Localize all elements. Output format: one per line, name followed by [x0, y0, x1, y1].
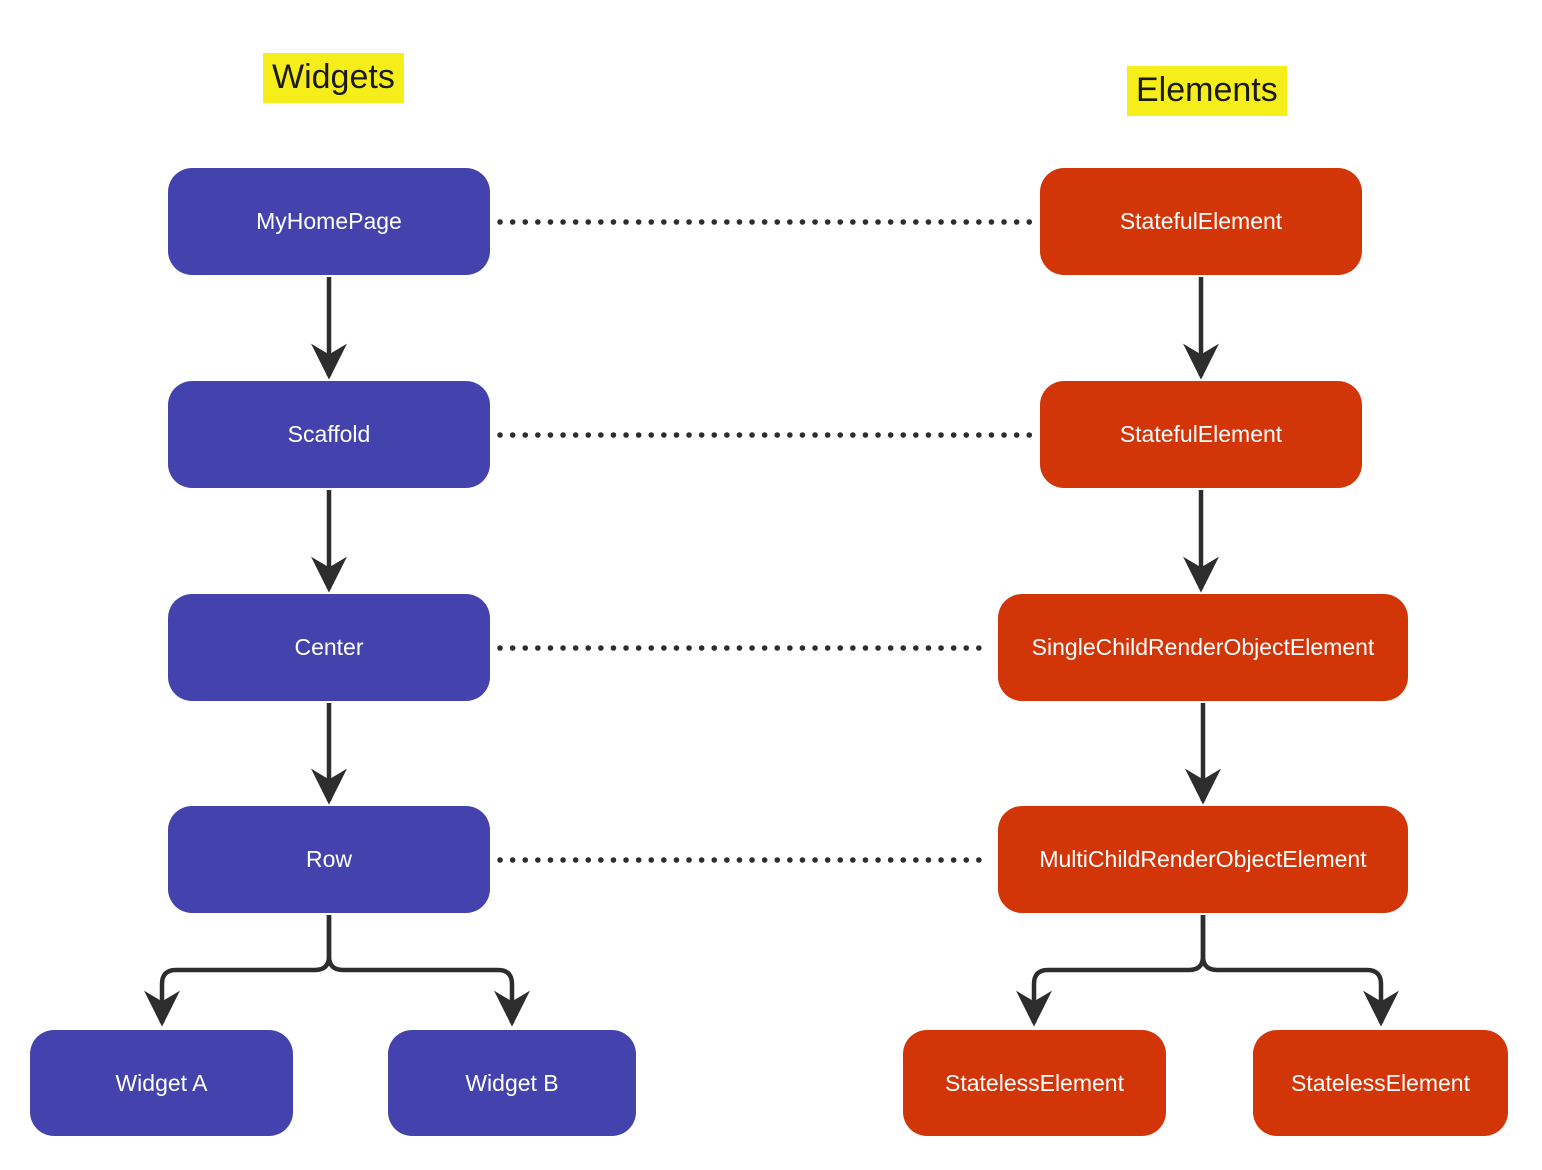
node-row: Row: [168, 806, 490, 913]
node-center: Center: [168, 594, 490, 701]
arrow-multichild-statelesselement1: [1016, 915, 1206, 1027]
arrow-row-widget-a: [144, 915, 332, 1027]
node-widget-b: Widget B: [388, 1030, 636, 1136]
elements-column-title: Elements: [1127, 66, 1287, 116]
node-scaffold: Scaffold: [168, 381, 490, 488]
node-stateful-element-2: StatefulElement: [1040, 381, 1362, 488]
node-stateless-element-1: StatelessElement: [903, 1030, 1166, 1136]
node-myhomepage: MyHomePage: [168, 168, 490, 275]
node-stateful-element-1: StatefulElement: [1040, 168, 1362, 275]
arrow-row-widget-b: [326, 915, 530, 1027]
arrow-multichild-statelesselement2: [1200, 915, 1399, 1027]
widgets-column-title: Widgets: [263, 53, 404, 103]
node-stateless-element-2: StatelessElement: [1253, 1030, 1508, 1136]
node-single-child-render-object-element: SingleChildRenderObjectElement: [998, 594, 1408, 701]
node-multi-child-render-object-element: MultiChildRenderObjectElement: [998, 806, 1408, 913]
node-widget-a: Widget A: [30, 1030, 293, 1136]
